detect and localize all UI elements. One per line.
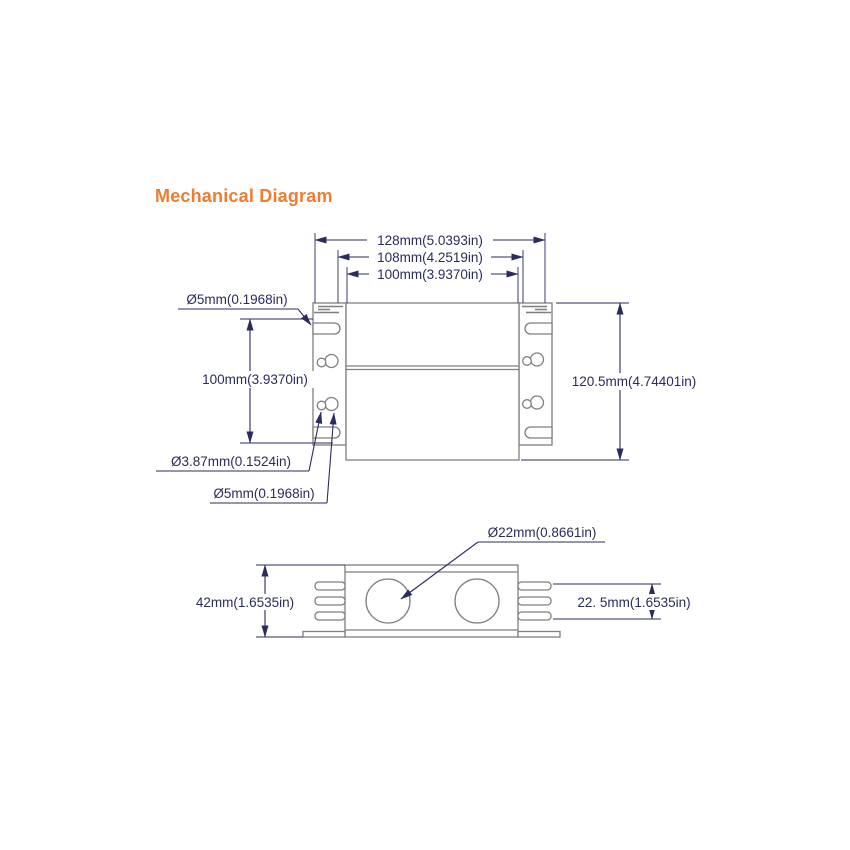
wire-hole-right [454, 578, 500, 624]
wire-hole-left [365, 578, 411, 624]
dim-end-overall-height: 42mm(1.6535in) [196, 595, 294, 610]
left-flange-keyholes [316, 353, 339, 412]
top-view-dimensions: 128mm(5.0393in) 108mm(4.2519in) 100mm(3.… [156, 233, 710, 504]
end-view-right-fins [517, 581, 561, 638]
body-seam-lines [346, 365, 519, 371]
right-flange-keyholes [522, 352, 545, 410]
right-flange-fins [522, 305, 551, 314]
left-flange-top-slot [312, 322, 341, 335]
page-title: Mechanical Diagram [155, 186, 333, 206]
driver-body [345, 302, 520, 461]
end-view-left-fins [302, 581, 346, 638]
dim-mount-hole-height: 100mm(3.9370in) [202, 372, 308, 387]
label-wire-hole-diameter: Ø22mm(0.8661in) [488, 525, 597, 540]
label-slot-hole-diameter: Ø5mm(0.1968in) [186, 292, 287, 307]
dim-overall-height: 120.5mm(4.74401in) [572, 374, 697, 389]
left-flange-fins [314, 305, 343, 314]
dim-end-fin-height: 22. 5mm(1.6535in) [577, 595, 690, 610]
top-view-outline [312, 302, 553, 461]
dim-mount-hole-width: 108mm(4.2519in) [377, 250, 483, 265]
right-flange-bottom-slot [524, 426, 553, 439]
label-keyhole-large-diameter: Ø5mm(0.1968in) [213, 486, 314, 501]
right-flange-top-slot [524, 322, 553, 335]
dim-body-width: 100mm(3.9370in) [377, 267, 483, 282]
end-view-face-lines [345, 571, 518, 631]
dim-overall-width: 128mm(5.0393in) [377, 233, 483, 248]
end-view-dimensions: 42mm(1.6535in) 22. 5mm(1.6535in) Ø22mm(0… [186, 525, 713, 638]
label-keyhole-small-diameter: Ø3.87mm(0.1524in) [171, 454, 291, 469]
